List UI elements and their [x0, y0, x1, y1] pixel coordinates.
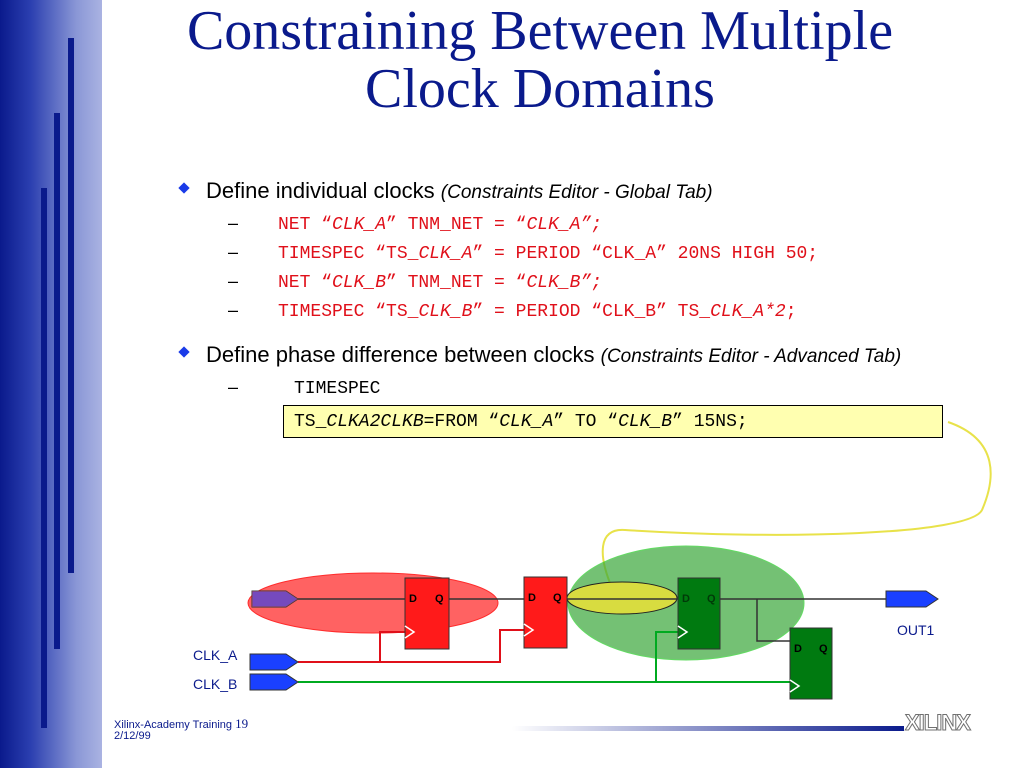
bullet-text: Define phase difference between clocks	[206, 342, 601, 367]
clk-b-label: CLK_B	[193, 676, 237, 692]
footer-org-text: Xilinx-Academy Training	[114, 719, 232, 731]
clk-b-wire	[298, 631, 678, 683]
bullet-phase-difference: Define phase difference between clocks (…	[178, 342, 902, 368]
title-line-2: Clock Domains	[365, 58, 715, 120]
input-port-overlay	[252, 591, 298, 607]
footer-org: Xilinx-Academy Training 19	[114, 716, 248, 732]
dash: –	[228, 213, 239, 233]
code-part: CLK_B	[526, 273, 581, 293]
bullet-define-clocks: Define individual clocks (Constraints Ed…	[178, 178, 713, 204]
clk-a-label: CLK_A	[193, 647, 238, 663]
flip-flop-4: D Q	[789, 627, 833, 700]
title-line-1: Constraining Between Multiple	[186, 0, 894, 62]
code-part: NET “	[278, 215, 333, 235]
dash: –	[228, 271, 239, 291]
bullet-text: Define individual clocks	[206, 178, 441, 203]
footer-date: 2/12/99	[114, 730, 151, 742]
clk-a-port-icon	[249, 653, 299, 671]
code-part: ;	[785, 302, 797, 322]
code-part: NET “	[278, 273, 333, 293]
code-part: ”;	[580, 215, 603, 235]
code-part: ”;	[580, 273, 603, 293]
bullet-note: (Constraints Editor - Global Tab)	[440, 182, 713, 203]
code-part: =FROM “	[423, 412, 500, 432]
code-part: CLK_A	[418, 244, 473, 264]
ff-q-label: Q	[553, 592, 562, 604]
flip-flop-2: D Q	[523, 576, 568, 649]
constraint-line-2: – TIMESPEC “TS_CLK_A” = PERIOD “CLK_A” 20…	[228, 242, 818, 264]
sidebar-stripe	[68, 38, 74, 573]
dash: –	[228, 377, 239, 397]
code-part: TS_	[294, 412, 327, 432]
code-part: ” = PERIOD “CLK_B” TS_	[472, 302, 711, 322]
data-wire	[756, 599, 790, 642]
timespec-code-box: TS_CLKA2CLKB=FROM “CLK_A” TO “CLK_B” 15N…	[283, 405, 943, 438]
sidebar-stripe	[54, 113, 60, 649]
constraint-line-4: – TIMESPEC “TS_CLK_B” = PERIOD “CLK_B” TS…	[228, 300, 797, 322]
code-part: ” TO “	[553, 412, 619, 432]
ff-d-label: D	[794, 643, 802, 655]
input-port-icon	[251, 590, 299, 608]
ff-q-label: Q	[707, 593, 716, 605]
out1-label: OUT1	[897, 622, 935, 638]
flip-flop-3: D Q	[677, 577, 721, 650]
code-part: CLK_A	[526, 215, 581, 235]
code-part: ” 15NS;	[672, 412, 748, 432]
page-title: Constraining Between Multiple Clock Doma…	[110, 2, 970, 118]
code-part: TIMESPEC “TS_	[278, 244, 419, 264]
clk-a-wire	[298, 629, 524, 663]
clk-a-wire	[379, 631, 405, 662]
ff-d-label: D	[409, 593, 417, 605]
output-port-icon	[885, 590, 939, 608]
code-part: ” TNM_NET = “	[386, 215, 527, 235]
code-part: CLK_B	[418, 302, 473, 322]
constraint-line-1: –NET “CLK_A” TNM_NET = “CLK_A”;	[228, 213, 602, 235]
ff-d-label: D	[528, 592, 536, 604]
page-number: 19	[235, 716, 249, 731]
code-part: TIMESPEC “TS_	[278, 302, 419, 322]
code-part: CLK_A*2	[710, 302, 786, 322]
code-part: CLK_B	[332, 273, 387, 293]
ff-q-label: Q	[435, 593, 444, 605]
code-part: ” = PERIOD “CLK_A” 20NS HIGH 50;	[472, 244, 819, 264]
code-part: CLK_A	[332, 215, 387, 235]
constraint-line-3: –NET “CLK_B” TNM_NET = “CLK_B”;	[228, 271, 602, 293]
code-part: CLK_B	[618, 412, 673, 432]
timespec-line: – TIMESPEC	[228, 377, 380, 399]
code-part: CLK_A	[499, 412, 554, 432]
dash: –	[228, 242, 239, 262]
bullet-note: (Constraints Editor - Advanced Tab)	[600, 346, 902, 367]
callout-curve	[601, 421, 992, 589]
ff-q-label: Q	[819, 643, 828, 655]
footer-line	[512, 726, 904, 731]
cross-domain-path-ellipse	[566, 581, 678, 615]
dash: –	[228, 300, 239, 320]
code-part: ” TNM_NET = “	[386, 273, 527, 293]
code-part: TIMESPEC	[294, 379, 381, 399]
xilinx-logo: XILINX	[905, 710, 972, 736]
ff-d-label: D	[682, 593, 690, 605]
clk-b-port-icon	[249, 673, 299, 691]
sidebar-stripe	[41, 188, 47, 728]
code-part: CLKA2CLKB	[326, 412, 424, 432]
flip-flop-1: D Q	[404, 577, 450, 650]
sidebar-gradient	[0, 0, 102, 768]
